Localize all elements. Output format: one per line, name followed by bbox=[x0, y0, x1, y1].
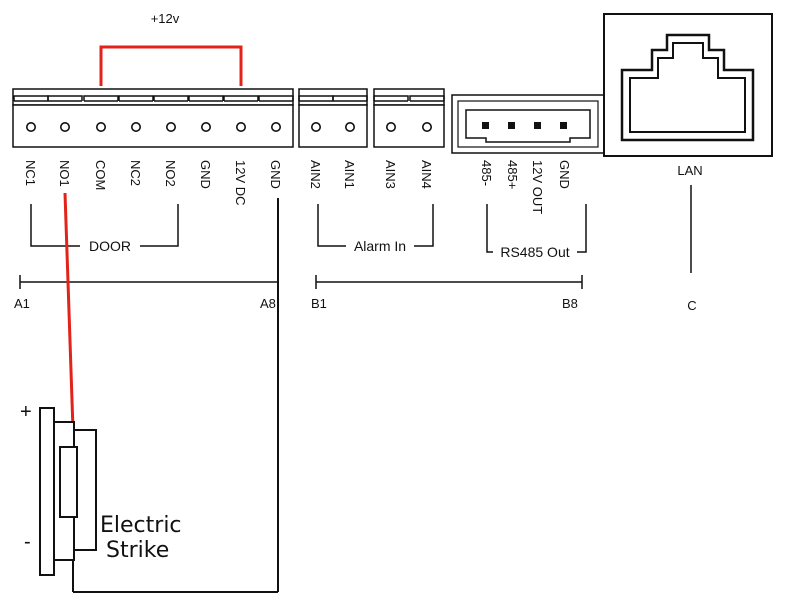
pin-label-a-3: COM bbox=[93, 160, 108, 190]
supply-label: +12v bbox=[151, 11, 180, 26]
alarm-bracket-left bbox=[317, 204, 346, 247]
rs485-socket bbox=[465, 109, 591, 143]
pin-label-alarm-3: AIN3 bbox=[383, 160, 398, 189]
terminal-a-screw-1 bbox=[25, 122, 36, 133]
range-b-start-label: B1 bbox=[311, 296, 327, 311]
pin-label-a-1: NC1 bbox=[23, 160, 38, 186]
pin-label-a-2: NO1 bbox=[57, 160, 72, 187]
terminal-block-b2-top bbox=[373, 88, 445, 106]
terminal-b2-latch-2 bbox=[409, 95, 445, 101]
rs485-pin-2 bbox=[508, 122, 515, 129]
terminal-block-a bbox=[12, 88, 294, 148]
pin-label-rs485-1: 485- bbox=[479, 160, 494, 186]
rs485-group-label: RS485 Out bbox=[500, 244, 569, 260]
door-group-label: DOOR bbox=[89, 238, 131, 254]
terminal-a-latch-6 bbox=[188, 95, 224, 101]
terminal-block-a-body bbox=[12, 104, 294, 148]
lan-label: LAN bbox=[677, 163, 702, 178]
pin-label-rs485-3: 12V OUT bbox=[530, 160, 545, 214]
strike-name-line2: Strike bbox=[106, 538, 169, 563]
range-b-end-label: B8 bbox=[562, 296, 578, 311]
rs485-bracket-left bbox=[486, 204, 493, 253]
pin-label-alarm-2: AIN1 bbox=[342, 160, 357, 189]
terminal-a-latch-7 bbox=[223, 95, 259, 101]
terminal-block-b2 bbox=[373, 88, 445, 148]
rs485-connector bbox=[451, 94, 605, 154]
terminal-a-screw-6 bbox=[201, 122, 212, 133]
terminal-a-screw-5 bbox=[166, 122, 177, 133]
terminal-b2-latch-1 bbox=[373, 95, 409, 101]
rs485-pin-3 bbox=[534, 122, 541, 129]
strike-minus-label: - bbox=[24, 531, 31, 553]
pin-label-alarm-1: AIN2 bbox=[308, 160, 323, 189]
door-bracket-left bbox=[30, 204, 80, 247]
strike-slot bbox=[59, 446, 78, 518]
terminal-a-latch-4 bbox=[118, 95, 154, 101]
terminal-a-latch-2 bbox=[47, 95, 83, 101]
terminal-b1-screw-2 bbox=[344, 122, 355, 133]
pin-label-a-7: 12V DC bbox=[233, 160, 248, 206]
terminal-a-latch-5 bbox=[153, 95, 189, 101]
pin-label-a-8: GND bbox=[268, 160, 283, 189]
alarm-bracket-right bbox=[414, 204, 434, 247]
terminal-a-screw-2 bbox=[59, 122, 70, 133]
terminal-b1-latch-2 bbox=[332, 95, 368, 101]
pin-label-rs485-4: GND bbox=[557, 160, 572, 189]
pin-label-a-5: NO2 bbox=[163, 160, 178, 187]
terminal-block-b1 bbox=[298, 88, 368, 148]
terminal-b2-screw-1 bbox=[385, 122, 396, 133]
pin-label-a-6: GND bbox=[198, 160, 213, 189]
pin-label-a-4: NC2 bbox=[128, 160, 143, 186]
range-c-label: C bbox=[687, 298, 696, 313]
strike-plus-label: + bbox=[20, 401, 32, 423]
terminal-a-screw-7 bbox=[236, 122, 247, 133]
lan-port-socket-outer bbox=[620, 33, 755, 142]
rs485-pin-4 bbox=[560, 122, 567, 129]
range-a-end-label: A8 bbox=[260, 296, 276, 311]
strike-back-plate bbox=[39, 407, 55, 576]
jumper-wire-12v bbox=[99, 45, 243, 86]
terminal-block-b2-body bbox=[373, 104, 445, 148]
terminal-a-screw-8 bbox=[270, 122, 281, 133]
pin-label-alarm-4: AIN4 bbox=[419, 160, 434, 189]
electric-strike bbox=[39, 407, 97, 576]
terminal-b1-screw-1 bbox=[310, 122, 321, 133]
rs485-pin-1 bbox=[482, 122, 489, 129]
door-bracket-right bbox=[140, 204, 179, 247]
terminal-a-latch-3 bbox=[83, 95, 119, 101]
pin-label-rs485-2: 485+ bbox=[505, 160, 520, 189]
alarm-group-label: Alarm In bbox=[354, 238, 406, 254]
strike-name-line1: Electric bbox=[100, 513, 182, 538]
rs485-bracket-right bbox=[577, 204, 587, 253]
terminal-a-screw-3 bbox=[96, 122, 107, 133]
terminal-block-b1-body bbox=[298, 104, 368, 148]
terminal-b2-screw-2 bbox=[421, 122, 432, 133]
lan-port bbox=[603, 13, 773, 157]
lan-port-socket-inner bbox=[629, 42, 746, 133]
terminal-a-latch-8 bbox=[258, 95, 294, 101]
range-a-start-label: A1 bbox=[14, 296, 30, 311]
terminal-a-screw-4 bbox=[131, 122, 142, 133]
wire-no1-to-strike bbox=[63, 192, 75, 431]
